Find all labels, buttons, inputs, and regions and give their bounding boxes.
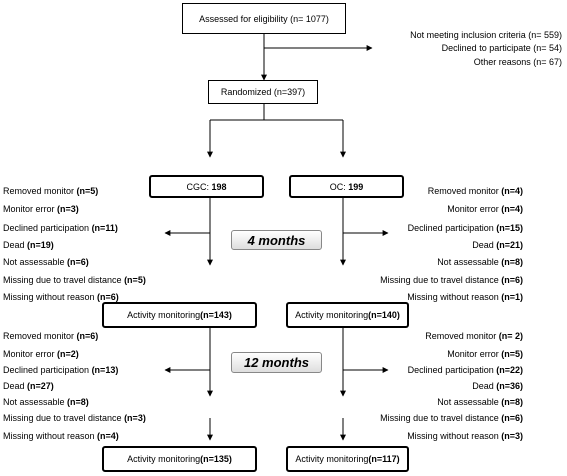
- right-12mo-item: Removed monitor (n= 2): [425, 331, 523, 341]
- right-12mo-item: Declined participation (n=22): [407, 365, 523, 375]
- right-12mo-item: Missing due to travel distance (n=6): [380, 413, 523, 423]
- period-12-months: 12 months: [231, 352, 322, 373]
- right-4mo-item: Missing due to travel distance (n=6): [380, 275, 523, 285]
- cgc-count: 198: [211, 181, 227, 192]
- assessed-label: Assessed for eligibility (n= 1077): [199, 13, 329, 24]
- activity-oc-4mo: Activity monitoring (n=140): [286, 302, 409, 328]
- exclusion-item: Other reasons (n= 67): [473, 57, 562, 67]
- activity-oc-12mo: Activity monitoring (n=117): [286, 446, 409, 472]
- left-4mo-item: Declined participation (n=11): [3, 223, 118, 233]
- left-12mo-item: Dead (n=27): [3, 381, 54, 391]
- left-12mo-item: Monitor error (n=2): [3, 349, 79, 359]
- left-4mo-item: Not assessable (n=6): [3, 257, 89, 267]
- right-4mo-item: Declined participation (n=15): [407, 223, 523, 233]
- left-12mo-item: Declined participation (n=13): [3, 365, 119, 375]
- left-12mo-item: Removed monitor (n=6): [3, 331, 99, 341]
- left-4mo-item: Dead (n=19): [3, 240, 54, 250]
- left-4mo-item: Missing without reason (n=6): [3, 292, 119, 302]
- right-4mo-item: Removed monitor (n=4): [427, 186, 523, 196]
- right-4mo-item: Not assessable (n=8): [437, 257, 523, 267]
- exclusion-item: Not meeting inclusion criteria (n= 559): [410, 30, 562, 40]
- left-12mo-item: Missing without reason (n=4): [3, 431, 119, 441]
- oc-count: 199: [348, 181, 364, 192]
- left-4mo-item: Removed monitor (n=5): [3, 186, 99, 196]
- right-4mo-item: Dead (n=21): [472, 240, 523, 250]
- left-12mo-item: Not assessable (n=8): [3, 397, 89, 407]
- randomized-box: Randomized (n=397): [208, 80, 318, 104]
- activity-cgc-12mo: Activity monitoring (n=135): [102, 446, 257, 472]
- left-4mo-item: Monitor error (n=3): [3, 204, 79, 214]
- randomized-label: Randomized (n=397): [220, 87, 306, 97]
- right-4mo-item: Missing without reason (n=1): [407, 292, 523, 302]
- cgc-label: CGC:: [186, 181, 209, 192]
- period-4-months: 4 months: [231, 230, 322, 250]
- right-4mo-item: Monitor error (n=4): [447, 204, 523, 214]
- right-12mo-item: Not assessable (n=8): [437, 397, 523, 407]
- exclusion-item: Declined to participate (n= 54): [441, 43, 562, 53]
- cgc-group-box: CGC: 198: [149, 175, 264, 198]
- right-12mo-item: Missing without reason (n=3): [407, 431, 523, 441]
- oc-group-box: OC: 199: [289, 175, 404, 198]
- activity-cgc-4mo: Activity monitoring (n=143): [102, 302, 257, 328]
- left-12mo-item: Missing due to travel distance (n=3): [3, 413, 146, 423]
- right-12mo-item: Monitor error (n=5): [447, 349, 523, 359]
- right-12mo-item: Dead (n=36): [472, 381, 523, 391]
- assessed-box: Assessed for eligibility (n= 1077): [182, 3, 346, 34]
- left-4mo-item: Missing due to travel distance (n=5): [3, 275, 146, 285]
- oc-label: OC:: [329, 181, 346, 192]
